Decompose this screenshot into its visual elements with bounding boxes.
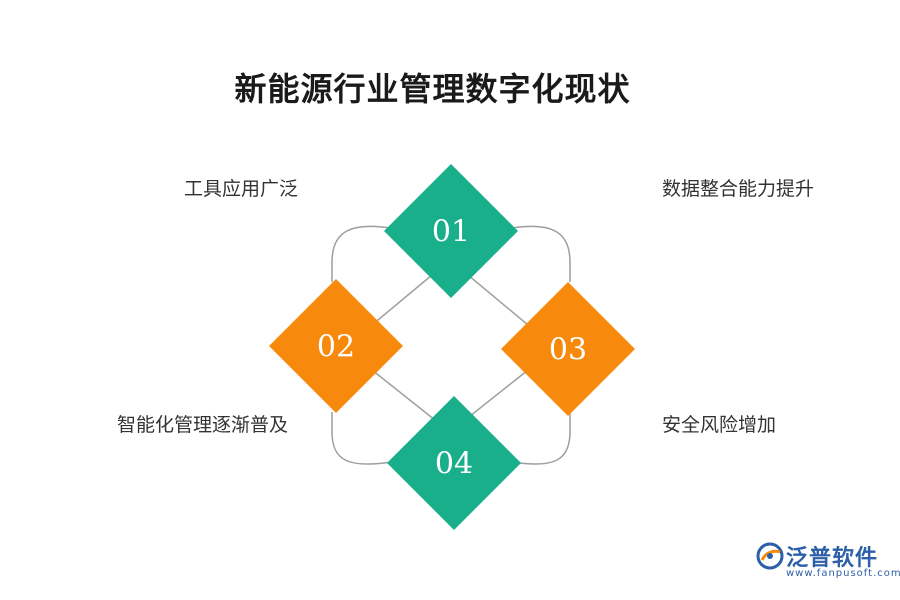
- node-number-02: 02: [317, 330, 355, 365]
- fanpu-logo: 泛普软件 www.fanpusoft.com: [756, 540, 900, 590]
- connector-outer-01-03: [511, 225, 571, 282]
- diamond-04: [387, 396, 521, 530]
- diamond-03: [501, 282, 635, 416]
- node-02: 02: [269, 279, 403, 413]
- node-number-04: 04: [435, 447, 473, 482]
- page-title: 新能源行业管理数字化现状: [234, 70, 631, 108]
- logo-name: 泛普软件: [786, 546, 879, 571]
- connector-outer-03-04: [511, 412, 571, 465]
- label-tools-widely-used: 工具应用广泛: [183, 178, 298, 200]
- logo-url: www.fanpusoft.com: [786, 568, 900, 579]
- connector-outer-01-02: [331, 225, 391, 282]
- diamond-02: [269, 279, 403, 413]
- connector-outer-02-04: [331, 412, 393, 465]
- node-01: 01: [384, 164, 518, 298]
- label-security-risk: 安全风险增加: [662, 414, 777, 436]
- diamond-01: [384, 164, 518, 298]
- node-number-01: 01: [432, 215, 470, 250]
- label-intelligent-management: 智能化管理逐渐普及: [116, 414, 288, 436]
- fanpu-logo-icon: [756, 542, 784, 570]
- node-03: 03: [501, 282, 635, 416]
- node-04: 04: [387, 396, 521, 530]
- node-number-03: 03: [549, 333, 587, 368]
- label-data-integration: 数据整合能力提升: [662, 178, 815, 200]
